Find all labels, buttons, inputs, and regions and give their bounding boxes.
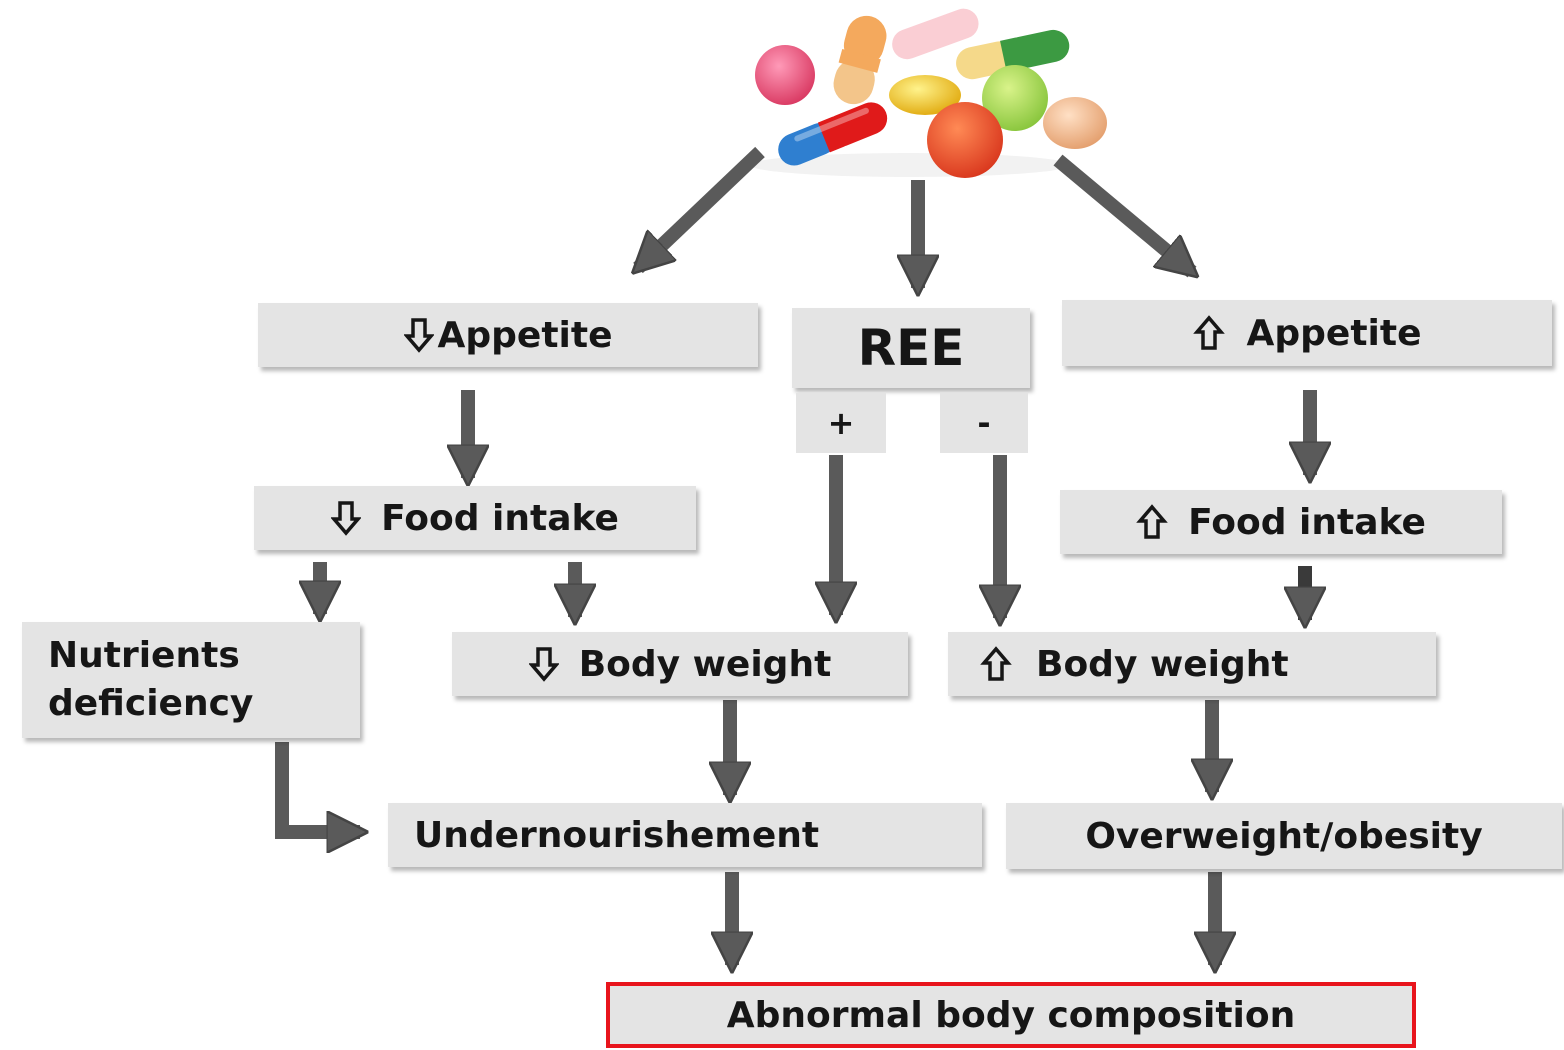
nutrients-deficiency-box: Nutrients deficiency — [22, 622, 360, 738]
body-weight-increase-label: Body weight — [1036, 644, 1289, 685]
up-arrow-icon — [1136, 504, 1168, 540]
undernourishment-box: Undernourishement — [388, 803, 982, 867]
appetite-increase-box: Appetite — [1062, 300, 1552, 366]
arrow-pills-to-appetite-down — [638, 152, 760, 268]
food-intake-decrease-box: Food intake — [254, 486, 696, 550]
appetite-increase-label: Appetite — [1247, 313, 1422, 354]
appetite-decrease-label: Appetite — [438, 315, 613, 356]
nutrients-deficiency-label-line1: Nutrients — [48, 632, 240, 680]
abnormal-body-composition-label: Abnormal body composition — [727, 995, 1295, 1036]
up-arrow-icon — [1193, 315, 1225, 351]
nutrients-deficiency-label-line2: deficiency — [48, 680, 253, 728]
ree-plus-sign: + — [796, 393, 886, 453]
overweight-obesity-label: Overweight/obesity — [1085, 816, 1482, 857]
down-arrow-icon — [404, 317, 434, 353]
body-weight-decrease-label: Body weight — [579, 644, 832, 685]
undernourishment-label: Undernourishement — [414, 815, 819, 856]
body-weight-increase-box: Body weight — [948, 632, 1436, 696]
food-intake-increase-box: Food intake — [1060, 490, 1502, 554]
arrow-nutrients-to-undernourishment — [282, 742, 360, 832]
ree-box: REE — [792, 308, 1030, 388]
overweight-obesity-box: Overweight/obesity — [1006, 803, 1562, 869]
arrow-pills-to-appetite-up — [1058, 160, 1192, 272]
ree-label: REE — [858, 319, 965, 377]
up-arrow-icon — [980, 646, 1012, 682]
ree-minus-sign: - — [940, 393, 1028, 453]
food-intake-increase-label: Food intake — [1188, 502, 1426, 543]
body-weight-decrease-box: Body weight — [452, 632, 908, 696]
appetite-decrease-box: Appetite — [258, 303, 758, 367]
down-arrow-icon — [529, 646, 559, 682]
abnormal-body-composition-box: Abnormal body composition — [606, 982, 1416, 1048]
down-arrow-icon — [331, 500, 361, 536]
food-intake-decrease-label: Food intake — [381, 498, 619, 539]
